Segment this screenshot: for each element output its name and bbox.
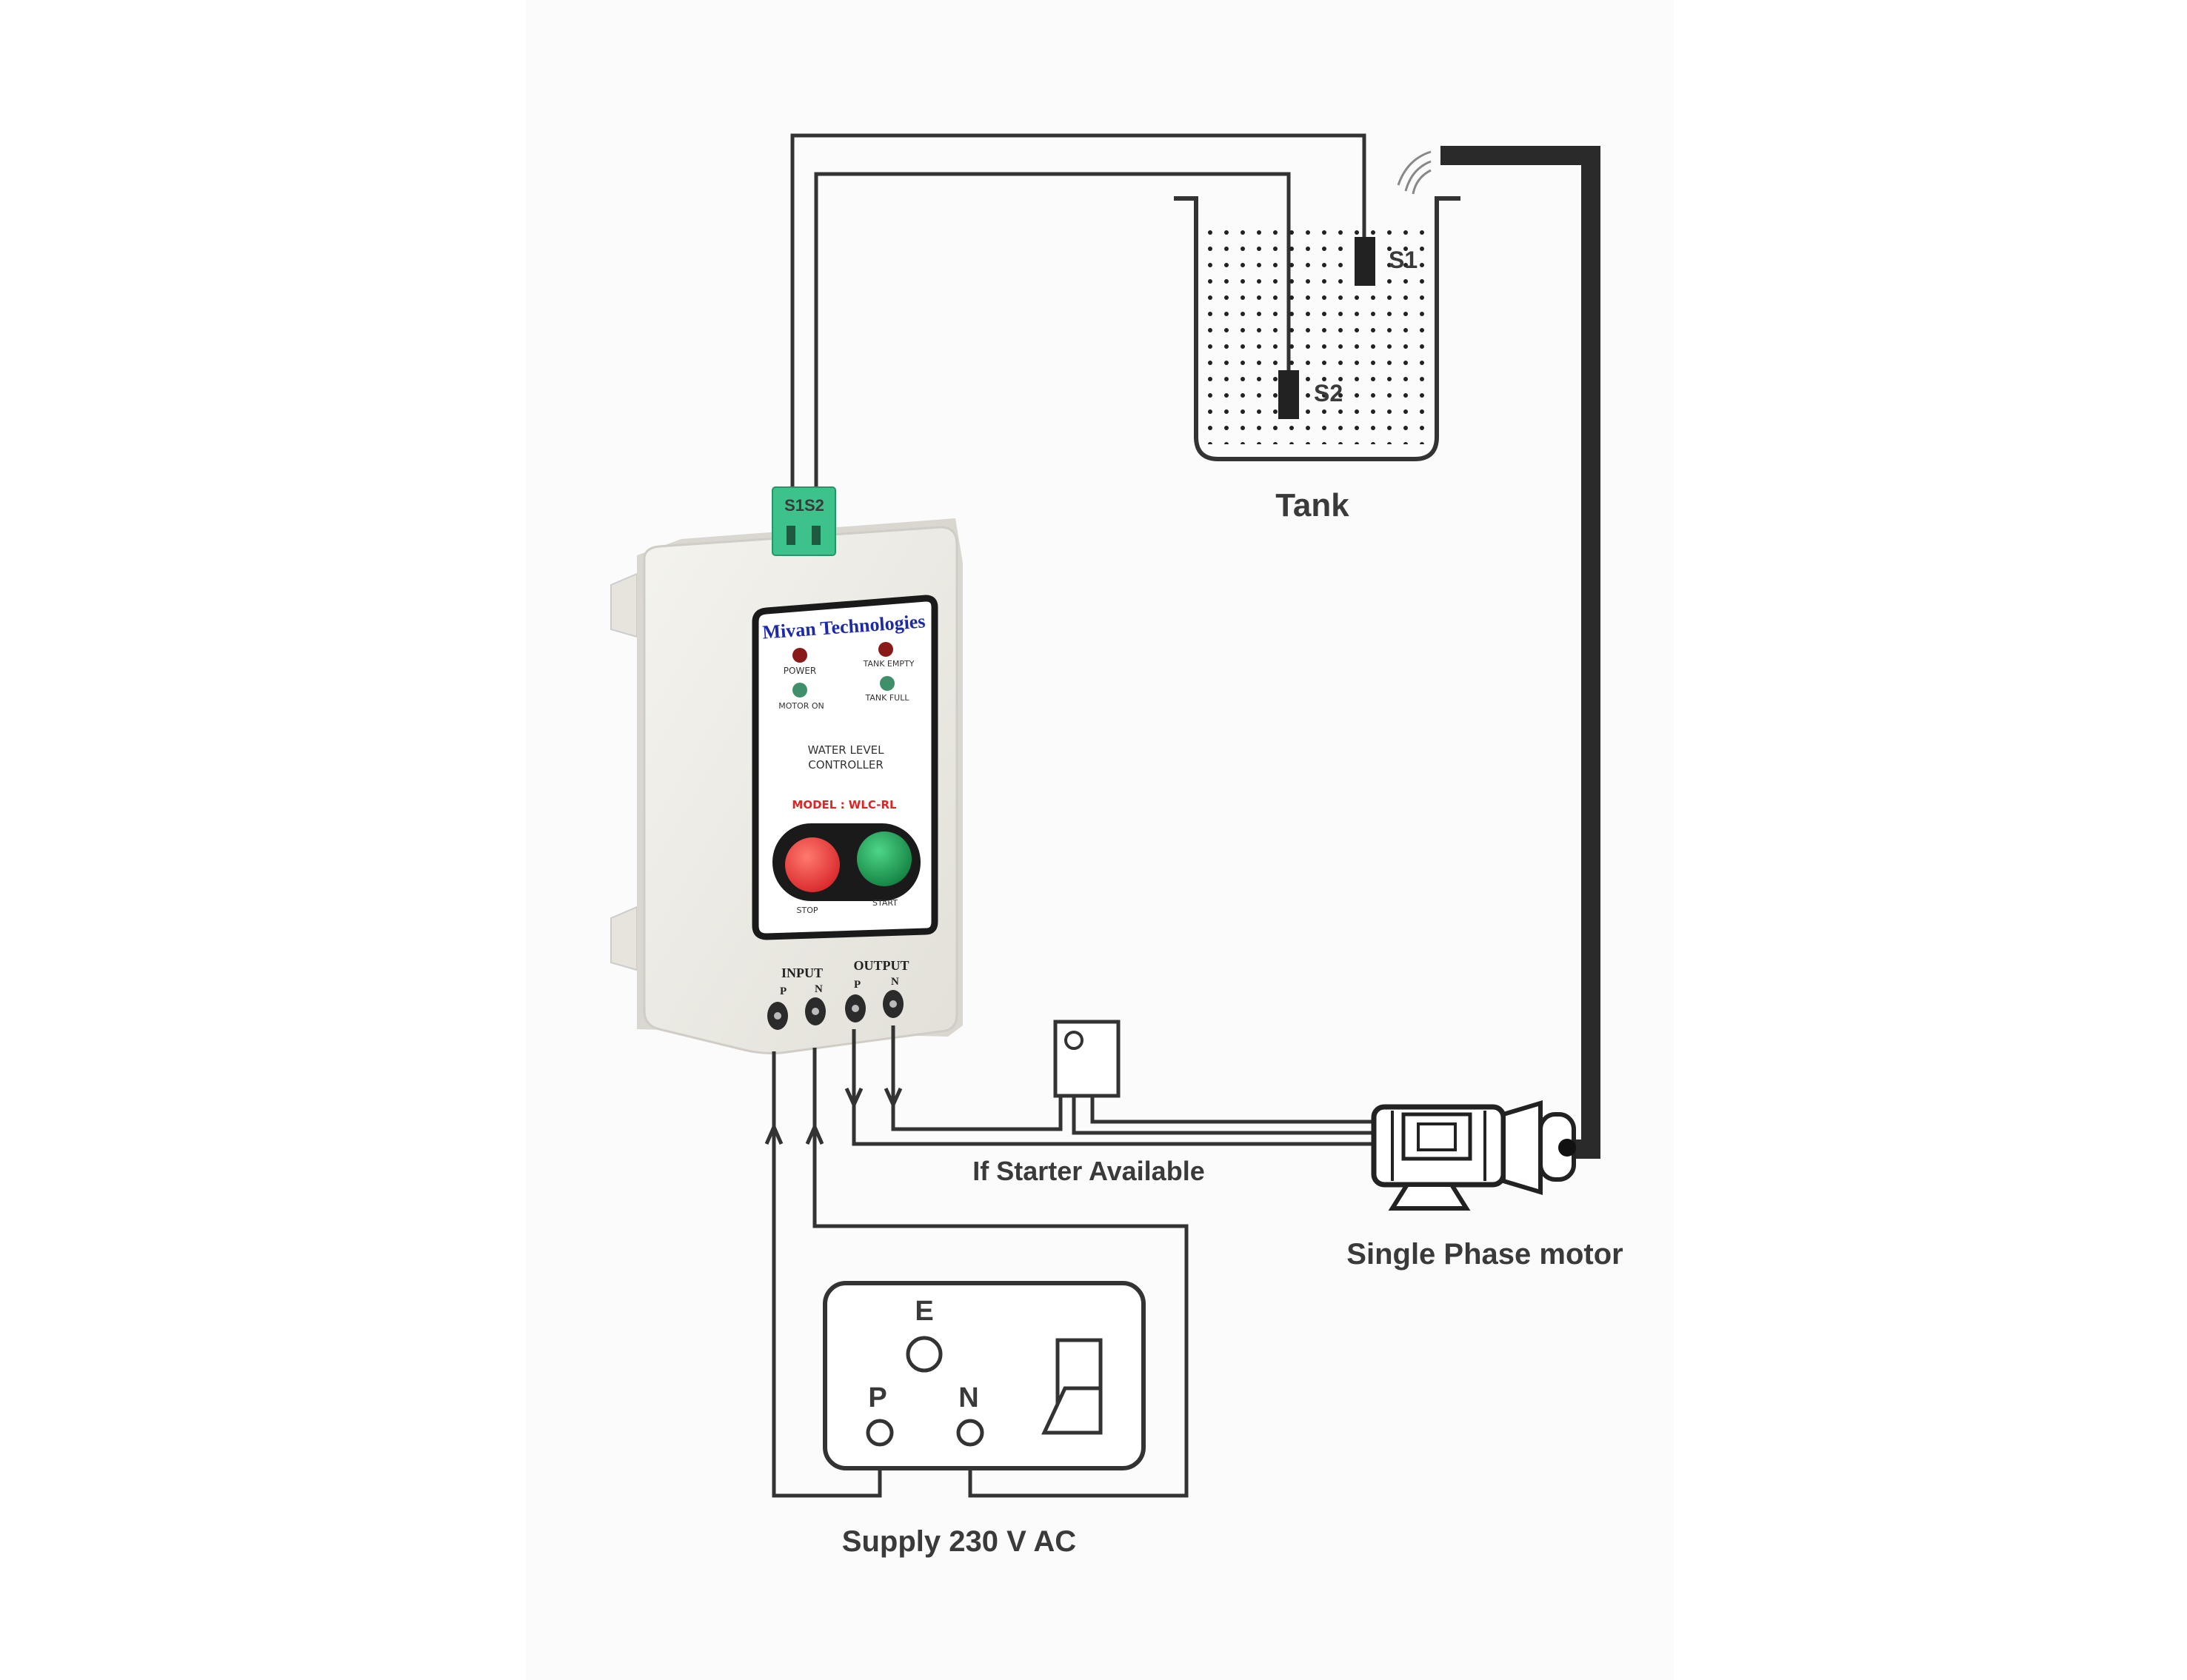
output-wires [844, 1025, 1376, 1146]
controller-title-line1: WATER LEVEL [808, 743, 885, 757]
terminal-screws [767, 990, 904, 1030]
sensor-s1-probe [1355, 237, 1375, 286]
outlet-pipe [1397, 146, 1600, 1159]
output-label: OUTPUT [853, 958, 909, 973]
starter-switch [1053, 1020, 1121, 1098]
starter-label: If Starter Available [972, 1156, 1204, 1186]
model-label: MODEL : WLC-RL [792, 798, 897, 811]
supply-label: Supply 230 V AC [842, 1525, 1076, 1558]
tank: S1 S2 Tank [1174, 196, 1460, 523]
phase-pin [866, 1419, 894, 1447]
tank-full-led [880, 676, 895, 691]
socket-p-label: P [868, 1382, 887, 1413]
motor-on-led-label: MOTOR ON [778, 701, 824, 711]
tank-empty-led-label: TANK EMPTY [863, 659, 915, 669]
output-p-label: P [854, 979, 861, 991]
output-n-label: N [891, 976, 899, 988]
sensor-s2-probe [1278, 370, 1299, 419]
tank-empty-led [878, 642, 893, 657]
input-label: INPUT [781, 966, 823, 980]
tank-full-led-label: TANK FULL [865, 693, 910, 703]
power-socket: E P N [823, 1281, 1146, 1470]
socket-n-label: N [958, 1382, 978, 1413]
neutral-pin [956, 1419, 984, 1447]
tank-label: Tank [1275, 487, 1349, 523]
stop-button[interactable] [785, 837, 840, 892]
motor-label: Single Phase motor [1346, 1238, 1623, 1271]
power-led-label: POWER [784, 666, 816, 676]
sensor-s1-label: S1 [1389, 247, 1418, 273]
input-n-label: N [815, 983, 823, 995]
stop-button-label: STOP [797, 906, 818, 915]
water-spray-icon [1397, 150, 1432, 186]
start-button[interactable] [857, 831, 912, 886]
socket-e-label: E [915, 1296, 933, 1327]
sensor-s2-label: S2 [1314, 380, 1343, 406]
controller-title-line2: CONTROLLER [808, 758, 884, 772]
input-p-label: P [780, 985, 787, 997]
motor-on-led [792, 683, 807, 697]
start-button-label: START [872, 898, 898, 908]
power-led [792, 648, 807, 663]
water-level-controller: Mivan Technologies POWER MOTOR ON TANK E… [610, 486, 963, 1054]
supply-wires [764, 1048, 1189, 1498]
connector-label: S1S2 [784, 496, 824, 515]
earth-pin [906, 1336, 943, 1373]
single-phase-motor-icon [1371, 1100, 1576, 1211]
